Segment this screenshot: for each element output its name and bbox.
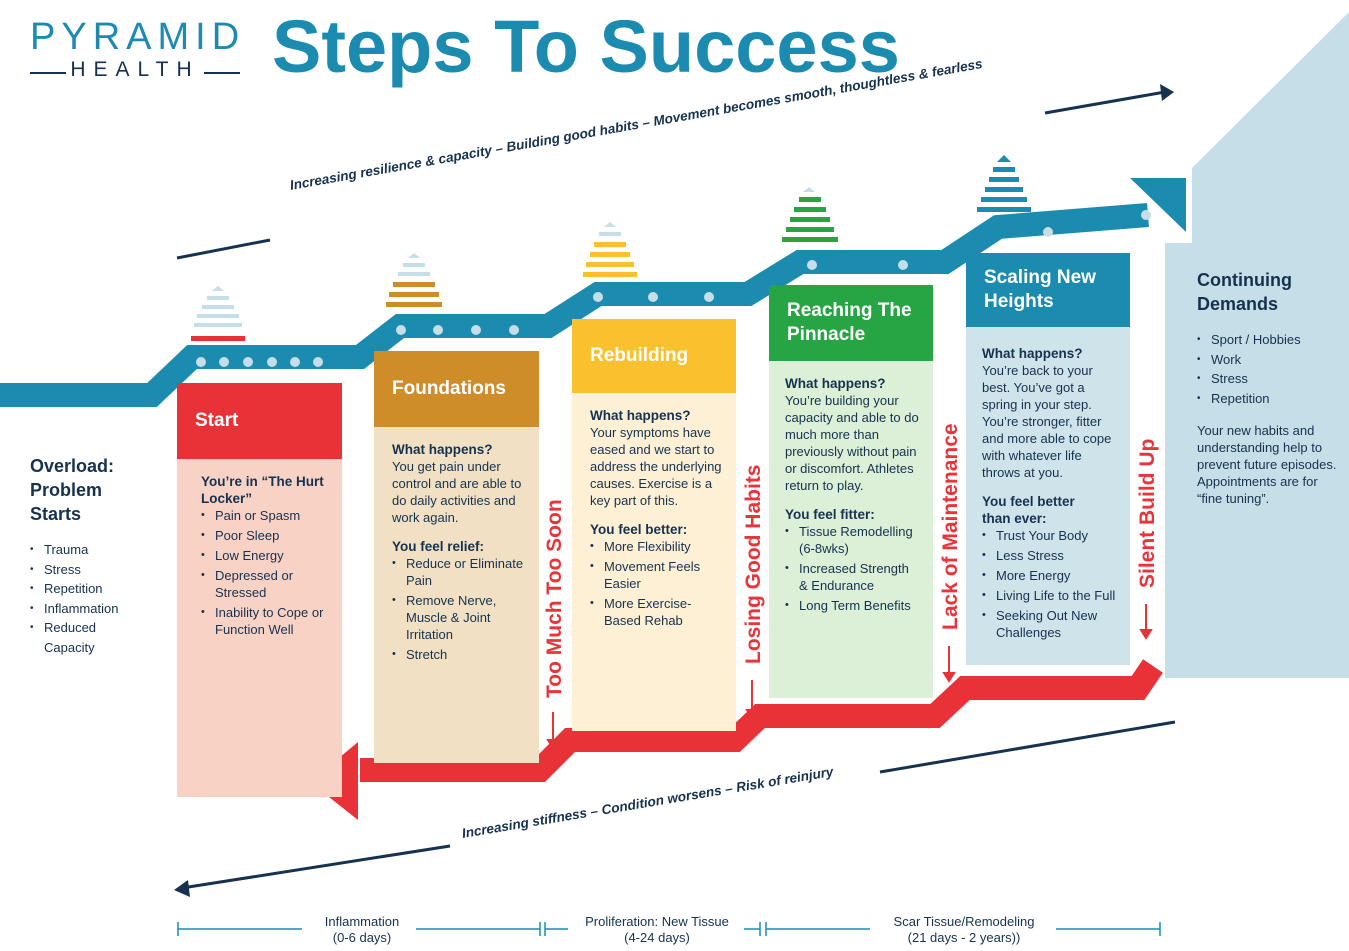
card-foundations-text: You get pain under control and are able … xyxy=(392,459,522,525)
phase-proliferation: Proliferation: New Tissue(4-24 days) xyxy=(570,914,744,946)
card-start-body: You’re in “The Hurt Locker” Pain or Spas… xyxy=(177,459,342,797)
continuing-text: Your new habits and understanding help t… xyxy=(1197,423,1337,506)
list-item: Increased Strength & Endurance xyxy=(785,560,919,594)
card-foundations-heading-2: You feel relief: xyxy=(392,539,485,554)
phase-inflammation: Inflammation(0-6 days) xyxy=(308,914,416,946)
card-rebuilding-header: Rebuilding xyxy=(572,319,736,393)
pyramid-scaling xyxy=(977,155,1031,212)
card-pinnacle-heading-1: What happens? xyxy=(785,376,886,391)
card-foundations-header: Foundations xyxy=(374,351,539,427)
card-pinnacle-list: Tissue Remodelling (6-8wks) Increased St… xyxy=(785,523,919,614)
continuing-section: Continuing Demands Sport / Hobbies Work … xyxy=(1197,268,1337,507)
list-item: Less Stress xyxy=(982,547,1116,564)
blue-arrowhead xyxy=(1130,178,1186,232)
card-scaling-text: You’re back to your best. You’ve got a s… xyxy=(982,363,1112,480)
list-item: Stress xyxy=(30,560,160,580)
card-pinnacle-heading-2: You feel fitter: xyxy=(785,507,875,522)
card-scaling-body: What happens? You’re back to your best. … xyxy=(966,327,1130,665)
list-item: Stretch xyxy=(392,646,525,663)
warning-silent-build-up: Silent Build Up xyxy=(1136,438,1159,588)
list-item: Sport / Hobbies xyxy=(1197,330,1337,350)
continuing-title: Continuing Demands xyxy=(1197,270,1292,314)
card-rebuilding-text: Your symptoms have eased and we start to… xyxy=(590,425,722,508)
overload-list: Trauma Stress Repetition Inflammation Re… xyxy=(30,540,160,657)
card-pinnacle-text: You’re building your capacity and able t… xyxy=(785,393,919,493)
list-item: Reduced Capacity xyxy=(30,618,134,657)
card-scaling-heading-2: You feel better than ever: xyxy=(982,494,1075,526)
warning-too-much-too-soon: Too Much Too Soon xyxy=(543,499,566,698)
list-item: Inflammation xyxy=(30,599,160,619)
card-start-header: Start xyxy=(177,383,342,459)
list-item: Long Term Benefits xyxy=(785,597,919,614)
warning-lack-of-maintenance: Lack of Maintenance xyxy=(939,423,962,630)
red-stair-band xyxy=(360,659,1163,782)
list-item: Movement Feels Easier xyxy=(590,558,722,592)
warning-losing-good-habits: Losing Good Habits xyxy=(742,464,765,665)
list-item: Seeking Out New Challenges xyxy=(982,607,1116,641)
card-scaling-heading-1: What happens? xyxy=(982,346,1083,361)
list-item: Low Energy xyxy=(201,547,328,564)
card-foundations-body: What happens? You get pain under control… xyxy=(374,427,539,763)
card-start-list: Pain or Spasm Poor Sleep Low Energy Depr… xyxy=(201,507,328,638)
list-item: Reduce or Eliminate Pain xyxy=(392,555,525,589)
list-item: Living Life to the Full xyxy=(982,587,1116,604)
page-title: Steps To Success xyxy=(272,5,900,88)
list-item: Trust Your Body xyxy=(982,527,1116,544)
list-item: Repetition xyxy=(1197,389,1337,409)
card-foundations-heading-1: What happens? xyxy=(392,442,493,457)
pyramid-pinnacle xyxy=(782,187,838,242)
list-item: Repetition xyxy=(30,579,160,599)
list-item: Pain or Spasm xyxy=(201,507,328,524)
list-item: Poor Sleep xyxy=(201,527,328,544)
pyramid-rebuilding xyxy=(583,222,637,277)
card-scaling-header: Scaling New Heights xyxy=(966,253,1130,327)
overload-section: Overload: Problem Starts Trauma Stress R… xyxy=(30,454,160,657)
logo-divider-right xyxy=(204,72,240,74)
logo-health: HEALTH xyxy=(70,58,200,81)
list-item: Depressed or Stressed xyxy=(201,567,328,601)
logo-pyramid: PYRAMID xyxy=(30,16,246,58)
list-item: Trauma xyxy=(30,540,160,560)
overload-title: Overload: Problem Starts xyxy=(30,456,115,524)
phase-remodeling: Scar Tissue/Remodeling(21 days - 2 years… xyxy=(872,914,1056,946)
pyramid-foundations xyxy=(386,253,442,307)
card-rebuilding-body: What happens? Your symptoms have eased a… xyxy=(572,393,736,731)
card-pinnacle-header: Reaching The Pinnacle xyxy=(769,285,933,361)
card-rebuilding-list: More Flexibility Movement Feels Easier M… xyxy=(590,538,722,629)
list-item: More Energy xyxy=(982,567,1116,584)
card-scaling-list: Trust Your Body Less Stress More Energy … xyxy=(982,527,1116,641)
list-item: More Flexibility xyxy=(590,538,722,555)
card-rebuilding-heading-2: You feel better: xyxy=(590,522,688,537)
list-item: Work xyxy=(1197,350,1337,370)
card-start-heading: You’re in “The Hurt Locker” xyxy=(201,474,324,506)
list-item: Tissue Remodelling (6-8wks) xyxy=(785,523,919,557)
card-foundations-list: Reduce or Eliminate Pain Remove Nerve, M… xyxy=(392,555,525,663)
blue-stair-band xyxy=(0,203,1149,407)
list-item: Stress xyxy=(1197,369,1337,389)
list-item: More Exercise-Based Rehab xyxy=(590,595,722,629)
list-item: Remove Nerve, Muscle & Joint Irritation xyxy=(392,592,525,643)
stair-dots xyxy=(196,210,1151,367)
card-rebuilding-heading-1: What happens? xyxy=(590,408,691,423)
logo-divider-left xyxy=(30,72,66,74)
card-pinnacle-body: What happens? You’re building your capac… xyxy=(769,361,933,698)
pyramid-start xyxy=(191,286,245,341)
list-item: Inability to Cope or Function Well xyxy=(201,604,328,638)
continuing-list: Sport / Hobbies Work Stress Repetition xyxy=(1197,330,1337,408)
